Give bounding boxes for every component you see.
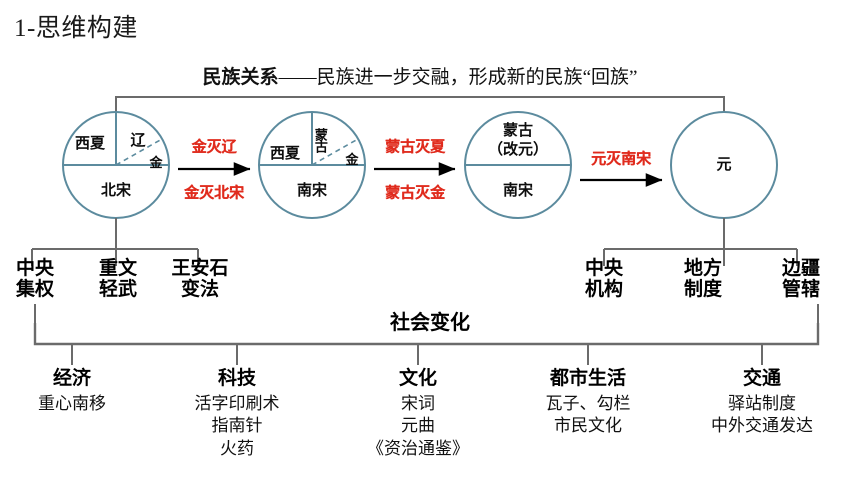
- column-item: 市民文化: [554, 416, 622, 436]
- transition-arrows: [178, 162, 663, 187]
- society-column-stems: [71, 344, 763, 365]
- society-column-culture: 文化 宋词 元曲 《资治通鉴》: [367, 368, 469, 460]
- column-title: 文化: [398, 368, 437, 389]
- page-title: 1-思维构建: [14, 15, 138, 42]
- branch-central-institutions: 中央 机构: [585, 258, 623, 301]
- branch-wanganshi-reform: 王安石 变法: [171, 258, 228, 301]
- circle2-label-mengu: 蒙古: [312, 128, 328, 152]
- society-column-urban-life: 都市生活 瓦子、勾栏 市民文化: [546, 368, 631, 438]
- column-item: 元曲: [401, 416, 435, 436]
- column-title: 都市生活: [549, 368, 626, 389]
- branch-line-2: 机构: [584, 279, 624, 301]
- circle1-label-xixia: 西夏: [74, 136, 106, 153]
- society-column-technology: 科技 活字印刷术 指南针 火药: [195, 368, 280, 460]
- branch-line-2: 变法: [180, 279, 220, 301]
- top-bracket: [115, 96, 725, 140]
- column-item: 宋词: [401, 393, 435, 413]
- column-title: 经济: [52, 368, 91, 389]
- circle3-label-mengu: 蒙古: [502, 123, 534, 140]
- column-item: 活字印刷术: [194, 393, 280, 413]
- branch-line-1: 中央: [584, 258, 624, 279]
- circle1-label-liao: 辽: [130, 133, 146, 150]
- column-item: 瓦子、勾栏: [545, 393, 631, 413]
- society-change-heading: 社会变化: [390, 312, 470, 334]
- branch-line-1: 王安石: [171, 258, 229, 279]
- header-rest-label: ——民族进一步交融，形成新的民族“回族”: [278, 67, 638, 88]
- arrow-3-caption-above: 元灭南宋: [590, 150, 652, 168]
- society-column-economy: 经济 重心南移: [38, 368, 106, 415]
- branch-civil-over-military: 重文 轻武: [99, 258, 137, 301]
- branch-central-authority: 中央 集权: [16, 258, 54, 301]
- circle1-label-jin: 金: [149, 155, 163, 171]
- circle1-label-beisong: 北宋: [100, 183, 132, 200]
- column-item: 中外交通发达: [711, 416, 813, 436]
- branch-line-2: 集权: [15, 279, 55, 301]
- column-item: 火药: [220, 438, 254, 458]
- circle2-label-nansong: 南宋: [296, 183, 328, 200]
- branch-line-1: 重文: [98, 258, 138, 279]
- branch-line-2: 轻武: [98, 279, 138, 301]
- society-column-transport: 交通 驿站制度 中外交通发达: [711, 368, 813, 438]
- arrow-1-caption-above: 金灭辽: [191, 138, 237, 156]
- circle4-label-yuan: 元: [716, 157, 732, 174]
- column-item: 《资治通鉴》: [367, 438, 469, 458]
- branch-frontier-administration: 边疆 管辖: [782, 258, 820, 301]
- branch-line-1: 地方: [683, 258, 723, 279]
- circle2-label-jin: 金: [345, 152, 359, 168]
- branch-line-2: 管辖: [781, 279, 821, 301]
- arrow-1-caption-below: 金灭北宋: [183, 184, 245, 202]
- branch-line-2: 制度: [683, 279, 723, 301]
- circle2-label-xixia: 西夏: [269, 146, 301, 163]
- header-strong-label: 民族关系: [202, 67, 279, 88]
- column-item: 重心南移: [38, 393, 106, 413]
- circle3-label-nansong: 南宋: [502, 183, 534, 200]
- arrow-2-caption-below: 蒙古灭金: [384, 184, 446, 202]
- circle3-label-gaiyuan: （改元）: [487, 142, 549, 159]
- branch-line-1: 边疆: [781, 258, 821, 279]
- arrow-2-caption-above: 蒙古灭夏: [384, 138, 446, 156]
- column-title: 科技: [217, 368, 256, 389]
- column-title: 交通: [742, 368, 781, 389]
- column-item: 指南针: [211, 416, 263, 436]
- branch-local-system: 地方 制度: [684, 258, 722, 301]
- column-item: 驿站制度: [728, 393, 796, 413]
- branch-line-1: 中央: [15, 258, 55, 279]
- header-ethnic-relations: 民族关系——民族进一步交融，形成新的民族“回族”: [140, 62, 700, 88]
